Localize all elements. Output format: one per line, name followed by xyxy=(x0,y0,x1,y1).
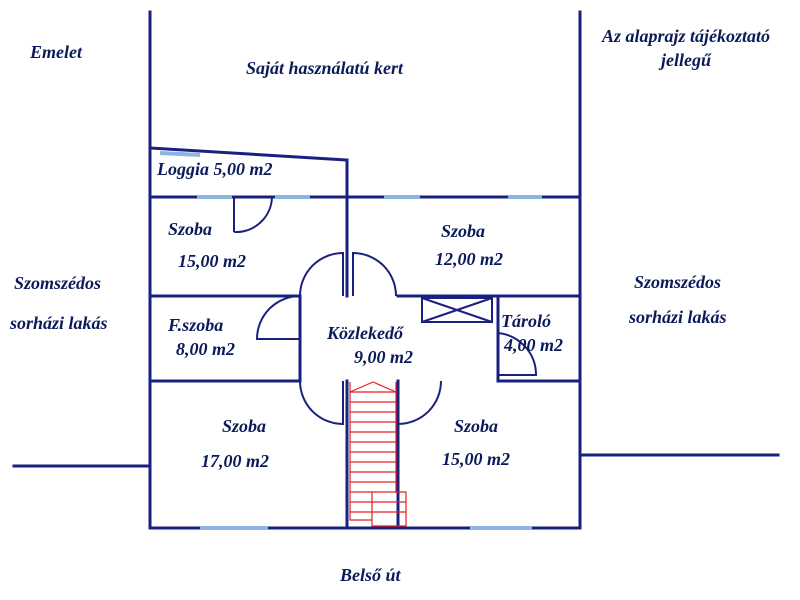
window-loggia xyxy=(159,151,201,157)
room-se-area: 15,00 m2 xyxy=(442,449,511,469)
halfroom-area: 8,00 m2 xyxy=(176,339,236,359)
room-nw-area: 15,00 m2 xyxy=(178,251,247,271)
halfroom-name: F.szoba xyxy=(168,315,224,335)
storage-name: Tároló xyxy=(501,311,552,331)
note-label-line1: Az alaprajz tájékoztató xyxy=(601,26,771,46)
door-loggia-swing xyxy=(233,196,273,234)
door-hall-nw xyxy=(299,251,344,297)
room-ne-area: 12,00 m2 xyxy=(435,249,504,269)
door-hall-se xyxy=(397,380,442,426)
door-halfroom xyxy=(255,295,301,340)
room-se-name: Szoba xyxy=(454,416,499,436)
room-ne-name: Szoba xyxy=(441,221,486,241)
garden-label: Saját használatú kert xyxy=(246,58,404,78)
hall-area: 9,00 m2 xyxy=(354,347,414,367)
road-label: Belső út xyxy=(340,565,401,585)
door-storage xyxy=(497,332,538,376)
note-label-line2: jellegű xyxy=(661,50,711,70)
staircase xyxy=(349,381,407,527)
loggia-label: Loggia 5,00 m2 xyxy=(157,159,273,179)
storage-area: 4,00 m2 xyxy=(504,335,564,355)
room-sw-area: 17,00 m2 xyxy=(201,451,270,471)
neighbor-left-label-1: Szomszédos xyxy=(14,273,102,293)
door-hall-ne xyxy=(352,251,397,297)
hall-name: Közlekedő xyxy=(327,323,403,343)
neighbor-left-label-2: sorházi lakás xyxy=(10,313,108,333)
door-hall-sw xyxy=(299,380,344,426)
neighbor-right-label-1: Szomszédos xyxy=(634,272,722,292)
floor-label: Emelet xyxy=(30,42,82,62)
room-sw-name: Szoba xyxy=(222,416,267,436)
chimney xyxy=(421,297,493,323)
room-nw-name: Szoba xyxy=(168,219,213,239)
neighbor-right-label-2: sorházi lakás xyxy=(629,307,727,327)
loggia-railing xyxy=(148,146,349,162)
